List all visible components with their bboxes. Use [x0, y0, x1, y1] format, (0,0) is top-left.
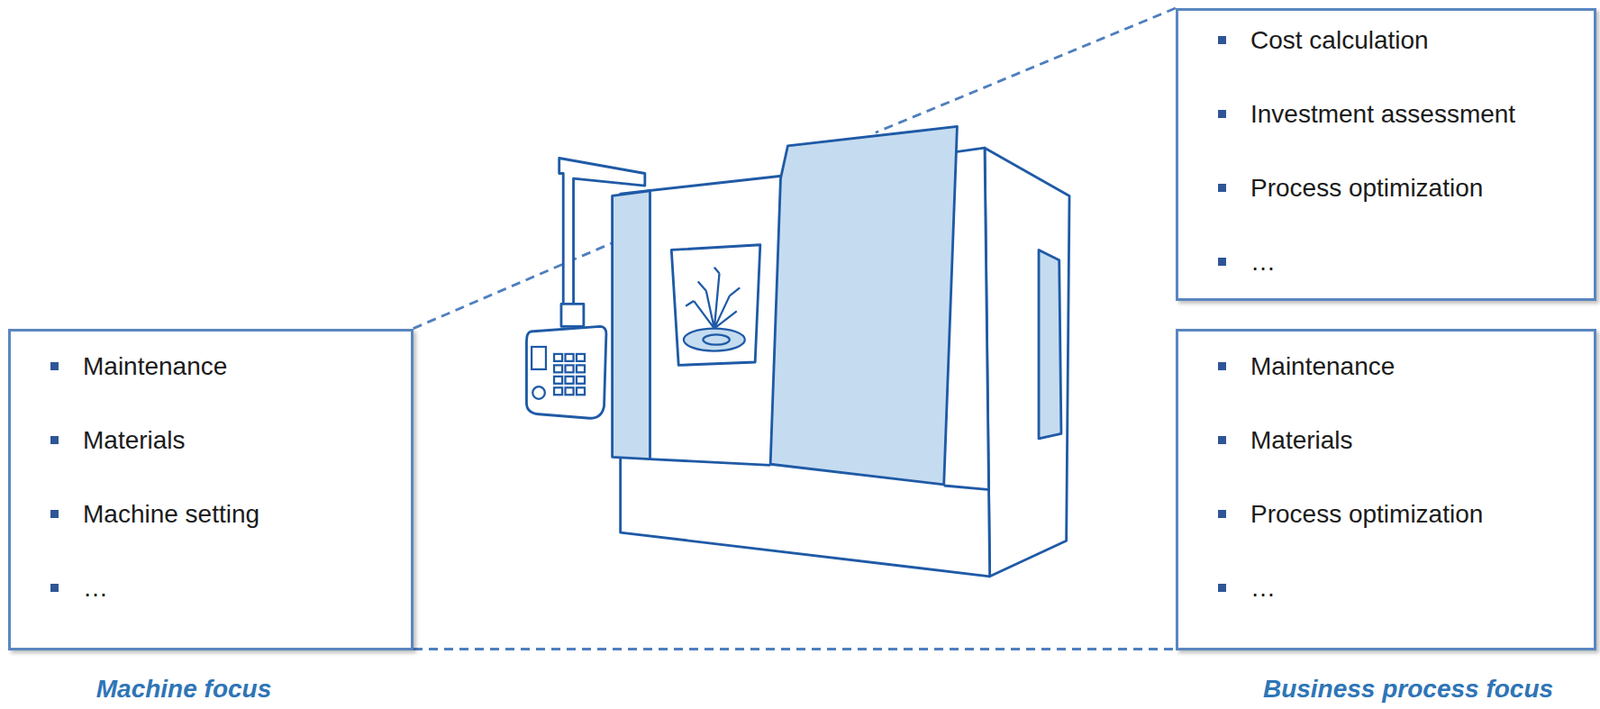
- sliding-door: [770, 126, 957, 484]
- leader-line: [875, 8, 1176, 133]
- bullet-item: Process optimization: [1210, 172, 1582, 204]
- bullet-item: Maintenance: [1210, 351, 1582, 382]
- bullet-item: …: [1210, 572, 1582, 604]
- machine-side: [984, 147, 1070, 577]
- bullet-item: Materials: [43, 425, 399, 456]
- bullet-item: Machine setting: [43, 499, 399, 530]
- bullet-item: Investment assessment: [1210, 99, 1582, 130]
- control-arm: [559, 158, 646, 307]
- bullet-item: Materials: [1210, 425, 1582, 456]
- side-window: [1038, 249, 1062, 438]
- dashed-connector: [413, 648, 1176, 650]
- bullet-item: …: [43, 572, 399, 604]
- text-box: MaintenanceMaterialsProcess optimization…: [1175, 328, 1597, 651]
- bullet-item: Maintenance: [43, 351, 399, 382]
- focus-caption: Business process focus: [1263, 674, 1554, 704]
- bullet-item: Cost calculation: [1210, 25, 1582, 56]
- focus-caption: Machine focus: [96, 674, 272, 704]
- text-box: MaintenanceMaterialsMachine setting …: [8, 328, 414, 651]
- bullet-item: Process optimization: [1210, 499, 1582, 530]
- machine-window: [671, 245, 761, 366]
- control-panel: [526, 326, 606, 419]
- door-panel: [612, 190, 651, 460]
- bullet-item: …: [1210, 246, 1582, 278]
- text-box: Cost calculationInvestment assessmentPro…: [1175, 8, 1597, 301]
- leader-line: [413, 240, 619, 328]
